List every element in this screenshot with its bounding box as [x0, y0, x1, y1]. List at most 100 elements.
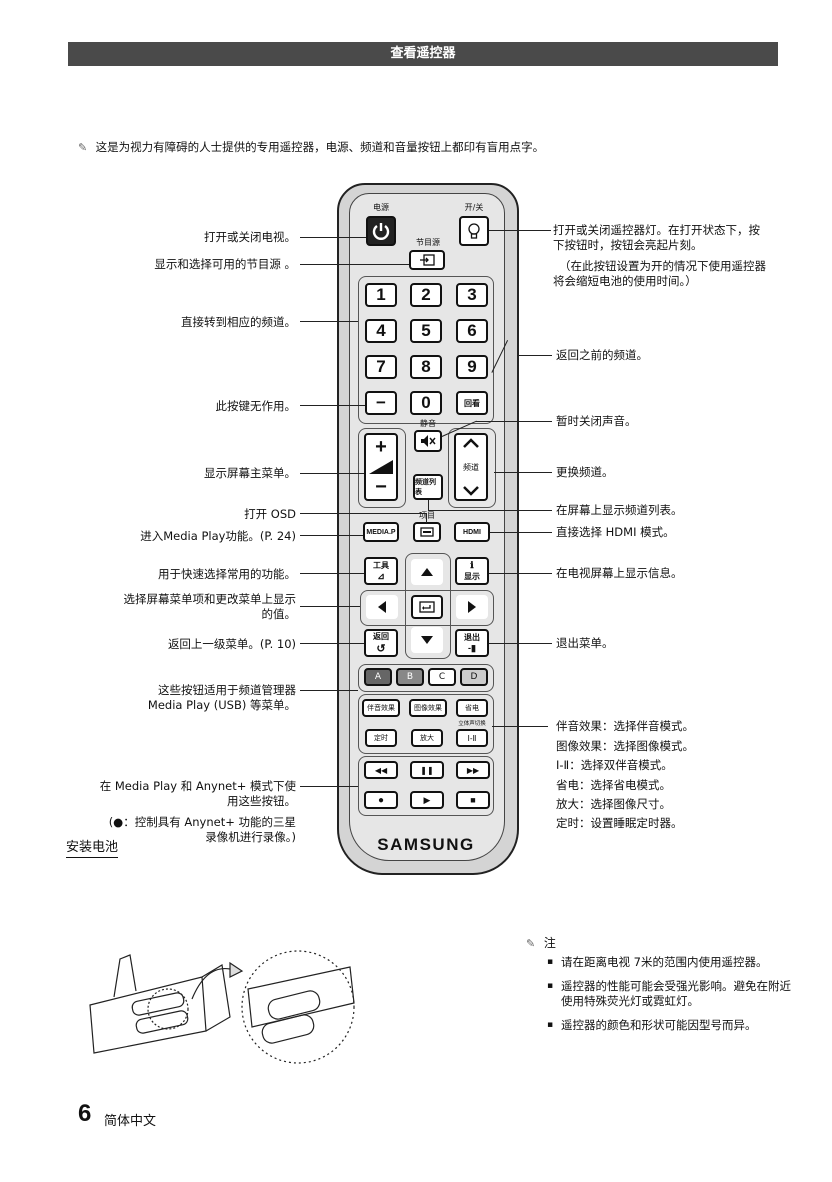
light-onoff-button[interactable]: [459, 216, 489, 246]
info-button[interactable]: ℹ 显示: [455, 557, 489, 585]
label-nav-2: 的值。: [261, 607, 297, 621]
leader-functions: [492, 726, 548, 728]
leader-hdmi: [490, 532, 552, 534]
number-keypad-group: [358, 276, 494, 424]
leader-mediaplay: [300, 535, 363, 537]
zoom-button[interactable]: 放大: [411, 729, 443, 747]
leader-power: [300, 237, 366, 239]
sound-effect-button[interactable]: 伴音效果: [362, 699, 400, 717]
mediap-button[interactable]: MEDIA.P: [363, 522, 399, 542]
number-button-6[interactable]: 6: [456, 319, 488, 343]
record-button[interactable]: ●: [364, 791, 398, 809]
pause-icon: ❚❚: [420, 765, 434, 775]
right-button[interactable]: [456, 595, 488, 619]
mute-label: 静音: [420, 419, 436, 428]
dash-button[interactable]: −: [365, 391, 397, 415]
color-button-c[interactable]: C: [428, 668, 456, 686]
leader-nav: [300, 606, 360, 608]
intro-text: 这是为视力有障碍的人士提供的专用遥控器，电源、频道和音量按钮上都印有盲用点字。: [95, 140, 545, 154]
fast-forward-button[interactable]: ▶▶: [456, 761, 490, 779]
brand-logo: SAMSUNG: [377, 835, 475, 854]
leader-prech: [518, 355, 552, 357]
picture-effect-button[interactable]: 图像效果: [409, 699, 447, 717]
mute-button[interactable]: [414, 430, 442, 452]
channel-up-icon[interactable]: [462, 437, 480, 449]
label-mute: 暂时关闭声音。: [556, 414, 637, 428]
prech-button[interactable]: 回看: [456, 391, 488, 415]
label-channel: 更换频道。: [556, 465, 614, 479]
label-func-5: 放大：选择图像尺寸。: [556, 797, 671, 811]
number-button-1[interactable]: 1: [365, 283, 397, 307]
pencil-icon: ✎: [526, 937, 536, 950]
exit-icon: -▮: [468, 643, 476, 653]
notes-list: 请在距离电视 7米的范围内使用遥控器。 遥控器的性能可能会受强光影响。避免在附近…: [547, 955, 791, 1042]
stop-icon: ■: [470, 795, 476, 805]
number-button-3[interactable]: 3: [456, 283, 488, 307]
down-button[interactable]: [411, 627, 443, 653]
return-icon: ↺: [376, 643, 386, 655]
stop-button[interactable]: ■: [456, 791, 490, 809]
number-button-2[interactable]: 2: [410, 283, 442, 307]
tools-icon: ⊿: [377, 571, 385, 581]
rewind-button[interactable]: ◀◀: [364, 761, 398, 779]
channel-rocker[interactable]: 频道: [454, 433, 488, 501]
volume-group: [358, 428, 406, 508]
color-buttons-group: [358, 664, 494, 692]
color-button-d[interactable]: D: [460, 668, 488, 686]
leader-playback: [300, 786, 358, 788]
label-onoff-1: 打开或关闭遥控器灯。在打开状态下，按: [553, 223, 760, 237]
hdmi-button[interactable]: HDMI: [454, 522, 490, 542]
return-button[interactable]: 返回 ↺: [364, 629, 398, 657]
arrow-left-icon: [378, 601, 386, 613]
menu-button[interactable]: [413, 522, 441, 542]
number-button-7[interactable]: 7: [365, 355, 397, 379]
power-save-button[interactable]: 省电: [456, 699, 488, 717]
leader-osd: [300, 513, 426, 515]
color-button-a[interactable]: A: [364, 668, 392, 686]
label-power: 打开或关闭电视。: [204, 230, 296, 244]
label-func-6: 定时：设置睡眠定时器。: [556, 816, 683, 830]
number-button-4[interactable]: 4: [365, 319, 397, 343]
number-button-9[interactable]: 9: [456, 355, 488, 379]
label-osd: 打开 OSD: [244, 507, 296, 521]
source-button[interactable]: [409, 250, 445, 270]
dual-sound-button[interactable]: Ⅰ-Ⅱ: [456, 729, 488, 747]
leader-dash: [300, 405, 365, 407]
play-button[interactable]: ▶: [410, 791, 444, 809]
pause-button[interactable]: ❚❚: [410, 761, 444, 779]
volume-up[interactable]: +: [375, 436, 387, 458]
number-button-8[interactable]: 8: [410, 355, 442, 379]
label-func-2: 图像效果：选择图像模式。: [556, 739, 694, 753]
volume-down[interactable]: −: [375, 476, 387, 498]
label-dash: 此按键无作用。: [215, 399, 297, 413]
label-func-3: Ⅰ-Ⅱ：选择双伴音模式。: [556, 758, 673, 772]
menu-icon: [420, 527, 434, 537]
left-button[interactable]: [366, 595, 398, 619]
label-info: 在电视屏幕上显示信息。: [556, 566, 683, 580]
channel-down-icon[interactable]: [462, 485, 480, 497]
enter-icon: [419, 601, 435, 613]
onoff-label: 开/关: [464, 203, 484, 212]
source-icon: [420, 254, 435, 266]
record-icon: ●: [377, 794, 385, 806]
number-button-5[interactable]: 5: [410, 319, 442, 343]
channel-group: [448, 428, 496, 508]
chlist-button[interactable]: 频道列表: [413, 474, 443, 500]
leader-osd-vertical: [426, 513, 428, 523]
notes-title: 注: [543, 936, 556, 950]
nav-horizontal-group: [360, 590, 494, 626]
enter-button[interactable]: [411, 595, 443, 619]
exit-button[interactable]: 退出 -▮: [455, 629, 489, 657]
color-button-b[interactable]: B: [396, 668, 424, 686]
power-button[interactable]: [366, 216, 396, 246]
mute-icon: [421, 435, 436, 447]
leader-numbers: [300, 321, 358, 323]
number-button-0[interactable]: 0: [410, 391, 442, 415]
label-source: 显示和选择可用的节目源 。: [154, 257, 296, 271]
sleep-timer-button[interactable]: 定时: [365, 729, 397, 747]
lightbulb-icon: [468, 223, 480, 239]
notes-header: ✎ 注: [526, 934, 556, 951]
tools-button[interactable]: 工具 ⊿: [364, 557, 398, 585]
up-button[interactable]: [411, 559, 443, 585]
volume-rocker[interactable]: + −: [364, 433, 398, 501]
